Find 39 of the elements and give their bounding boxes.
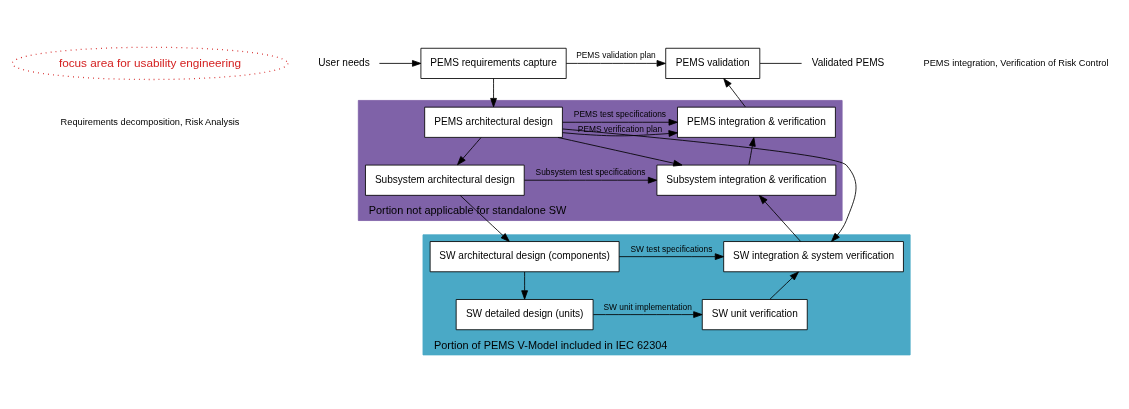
arrow	[378, 60, 422, 67]
edge-label: Subsystem test specifications	[535, 167, 646, 178]
arrow	[758, 195, 802, 242]
edge-label: SW unit implementation	[603, 301, 692, 312]
arrow	[521, 271, 528, 300]
node-box: PEMS integration & verification	[677, 106, 836, 138]
arrow	[592, 311, 703, 318]
node-box: SW integration & system verification	[723, 241, 904, 273]
edge-label: PEMS verification plan	[577, 123, 663, 134]
node-box: PEMS architectural design	[424, 106, 563, 138]
connector	[759, 62, 803, 64]
arrow	[562, 128, 857, 242]
node-box: SW detailed design (units)	[455, 299, 594, 331]
arrow	[618, 253, 725, 260]
node-ellipse: focus area for usability engineering	[11, 46, 289, 81]
arrow	[490, 78, 497, 108]
node-box: SW unit verification	[701, 299, 808, 331]
arrow	[748, 137, 756, 166]
edge-label: SW test specifications	[630, 243, 713, 254]
edge-label: PEMS test specifications	[573, 109, 667, 120]
arrow	[459, 195, 510, 242]
arrow	[562, 118, 678, 126]
label: Requirements decomposition, Risk Analysis	[60, 116, 240, 127]
arrow	[557, 137, 683, 167]
node-text: User needs	[318, 57, 370, 68]
edge-label: PEMS validation plan	[576, 50, 656, 61]
arrow	[562, 130, 678, 137]
arrow	[723, 78, 746, 108]
arrow	[565, 60, 666, 67]
node-box: SW architectural design (components)	[429, 241, 620, 273]
node-box: Subsystem integration & verification	[656, 164, 837, 196]
node-text: Validated PEMS	[811, 57, 885, 68]
arrow	[524, 176, 658, 184]
node-box: PEMS validation	[665, 47, 761, 79]
label: PEMS integration, Verification of Risk Control	[923, 57, 1109, 68]
arrow	[457, 137, 482, 166]
node-box: PEMS requirements capture	[420, 47, 567, 79]
arrow	[769, 271, 799, 300]
node-box: Subsystem architectural design	[365, 164, 525, 196]
